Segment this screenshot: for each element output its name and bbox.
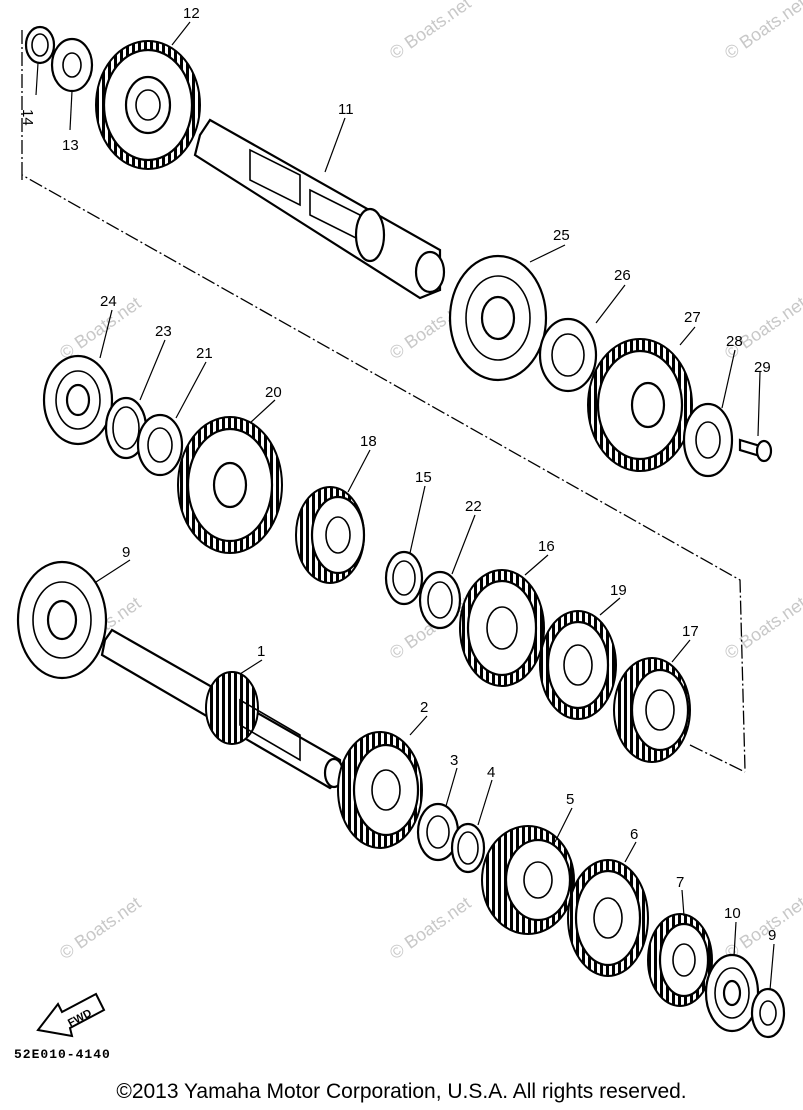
watermark: © Boats.net — [721, 293, 803, 363]
callout-23: 23 — [155, 323, 172, 340]
callout-16: 16 — [538, 538, 555, 555]
callout-9-bottom: 9 — [768, 927, 776, 944]
part-27-drive-sprocket — [587, 338, 693, 472]
callout-24: 24 — [100, 293, 117, 310]
part-19-gear — [539, 610, 617, 720]
leader-lines — [35, 21, 775, 991]
watermark: © Boats.net — [721, 0, 803, 63]
part-28-lock-washer — [682, 402, 734, 478]
part-12-gear — [95, 40, 201, 170]
part-25-bearing — [448, 254, 548, 382]
assembly-frame — [21, 30, 746, 771]
callout-4: 4 — [487, 764, 495, 781]
fwd-arrow: FWD — [36, 992, 106, 1038]
callout-10: 10 — [724, 905, 741, 922]
watermark: © Boats.net — [386, 0, 475, 63]
part-9-bearing — [16, 560, 108, 680]
part-6-gear — [567, 859, 649, 977]
watermark: © Boats.net — [386, 893, 475, 963]
part-4-circlip — [450, 822, 486, 874]
callout-12: 12 — [183, 5, 200, 22]
part-9-oil-seal — [750, 987, 786, 1039]
part-14-circlip — [24, 25, 56, 65]
callout-9-top: 9 — [122, 544, 130, 561]
callout-22: 22 — [465, 498, 482, 515]
part-13-washer — [50, 37, 94, 93]
assembly-frame-lower — [689, 744, 746, 773]
callout-13: 13 — [62, 137, 79, 154]
callout-11: 11 — [338, 101, 354, 118]
part-26-oil-seal — [538, 317, 598, 393]
callout-28: 28 — [726, 333, 743, 350]
callouts: 14 13 12 11 25 26 27 28 29 24 23 21 20 1… — [19, 5, 776, 944]
callout-27: 27 — [684, 309, 701, 326]
callout-14: 14 — [19, 109, 36, 126]
part-21-washer — [136, 413, 184, 477]
callout-25: 25 — [553, 227, 570, 244]
watermark: © Boats.net — [721, 893, 803, 963]
part-18-gear — [295, 486, 366, 584]
part-7-gear — [647, 913, 713, 1007]
callout-2: 2 — [420, 699, 428, 716]
part-3-washer — [416, 802, 460, 862]
callout-21: 21 — [196, 345, 213, 362]
callout-1: 1 — [257, 643, 265, 660]
part-24-bearing — [42, 354, 114, 446]
part-20-gear — [177, 416, 283, 554]
callout-18: 18 — [360, 433, 377, 450]
callout-15: 15 — [415, 469, 432, 486]
part-29-bolt — [738, 438, 773, 463]
callout-7: 7 — [676, 874, 684, 891]
callout-6: 6 — [630, 826, 638, 843]
callout-26: 26 — [614, 267, 631, 284]
part-1-drive-axle — [100, 628, 345, 790]
callout-3: 3 — [450, 752, 458, 769]
callout-29: 29 — [754, 359, 771, 376]
callout-20: 20 — [265, 384, 282, 401]
part-22-washer — [418, 570, 462, 630]
callout-5: 5 — [566, 791, 574, 808]
part-15-circlip — [384, 550, 424, 606]
callout-19: 19 — [610, 582, 627, 599]
callout-17: 17 — [682, 623, 699, 640]
part-2-gear — [337, 731, 423, 849]
watermark: © Boats.net — [56, 893, 145, 963]
part-16-gear — [459, 569, 545, 687]
part-5-gear — [481, 825, 575, 935]
part-17-gear — [613, 657, 691, 763]
part-11-main-axle — [193, 118, 446, 300]
copyright-notice: ©2013 Yamaha Motor Corporation, U.S.A. A… — [116, 1080, 687, 1103]
diagram-code: 52E010-4140 — [14, 1047, 111, 1062]
watermark: © Boats.net — [721, 593, 803, 663]
part-10-bearing — [704, 953, 760, 1033]
